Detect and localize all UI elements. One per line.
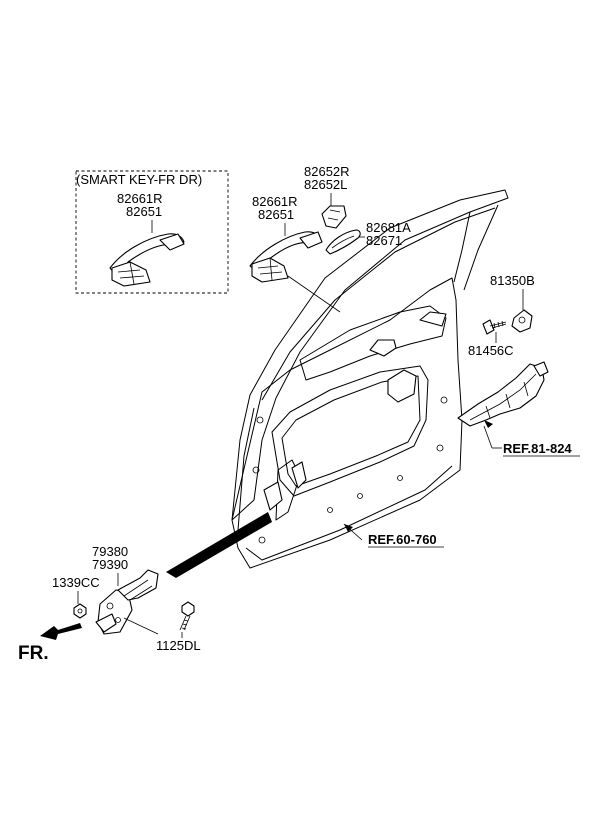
- latch-bracket-tab: [533, 361, 549, 377]
- door-bottom-edge: [245, 465, 453, 561]
- latch-bracket-detail: [469, 373, 537, 421]
- window-rear-channel-2: [463, 204, 499, 291]
- door-checker-mount: [263, 481, 283, 511]
- door-upper-beltline: [299, 305, 447, 381]
- handle-cover: [321, 205, 347, 229]
- smart-key-door-handle: [109, 233, 185, 287]
- front-arrow: [40, 623, 82, 640]
- bolt-label: 1125DL: [156, 638, 201, 653]
- cover-r-label: 82652R: [304, 164, 350, 179]
- door-checker: [95, 569, 159, 635]
- window-frame-outer: [231, 189, 509, 521]
- door-hole: [256, 416, 264, 424]
- outside-handle-group: 82661R 82651 82652R 82652L 82681A 82671: [249, 164, 411, 313]
- striker-group: 81350B 81456C: [468, 273, 535, 358]
- door-hole: [258, 536, 266, 544]
- front-direction-indicator: FR.: [18, 623, 82, 664]
- handle-bezel: [325, 229, 361, 255]
- handle-bezel-detail: [331, 235, 355, 249]
- nut-hole: [77, 608, 83, 614]
- ref-door-label: REF.60-760: [368, 532, 437, 547]
- bolt-part: [179, 601, 195, 631]
- door-panel-outer: [231, 277, 463, 569]
- ref-door-arrow: [344, 524, 353, 532]
- checker-pointer-wedge: [166, 512, 272, 578]
- smart-key-box-title: (SMART KEY-FR DR): [76, 172, 202, 187]
- door-latch-box: [387, 369, 417, 403]
- door-checker-group: 79380 79390 1339CC 1125DL: [52, 544, 201, 653]
- smart-key-handle-r-label: 82661R: [117, 191, 163, 206]
- window-frame-inner: [261, 207, 496, 401]
- door-hole: [252, 466, 260, 474]
- ref-latch-label: REF.81-824: [503, 441, 572, 456]
- striker-hole: [518, 316, 526, 324]
- screw-label: 81456C: [468, 343, 514, 358]
- hinge-upper: [291, 461, 307, 489]
- front-label: FR.: [18, 643, 49, 664]
- door-mirror-mount: [419, 311, 447, 327]
- door-hole: [440, 396, 448, 404]
- door-hole: [397, 475, 403, 481]
- nut-label: 1339CC: [52, 575, 100, 590]
- checker-b-label: 79390: [92, 557, 128, 572]
- door-inner-opening-flange: [281, 375, 421, 487]
- ref-latch-arrow: [484, 420, 493, 428]
- outside-door-handle: [249, 231, 323, 283]
- striker-part: [511, 309, 533, 333]
- ref-latch-leader: [483, 425, 493, 449]
- door-ref-group: REF.60-760: [343, 523, 444, 548]
- cover-l-label: 82652L: [304, 177, 347, 192]
- latch-bracket: [457, 363, 545, 427]
- bolt-leader-checker: [123, 617, 159, 635]
- door-handle-recess: [369, 339, 397, 357]
- striker-label: 81350B: [490, 273, 535, 288]
- smart-key-handle-l-label: 82651: [126, 204, 162, 219]
- hinge-reinforcement: [275, 459, 301, 521]
- smart-key-dashed-box: [75, 170, 229, 294]
- door-hole: [357, 493, 363, 499]
- checker-a-label: 79380: [92, 544, 128, 559]
- screw-part: [482, 319, 507, 335]
- handle-l-label: 82651: [258, 207, 294, 222]
- nut-part: [73, 603, 87, 619]
- handle-cover-detail: [327, 209, 341, 221]
- door-hole: [327, 507, 333, 513]
- bezel-b-label: 82671: [366, 233, 402, 248]
- door-hole: [436, 444, 444, 452]
- latch-bracket-group: REF.81-824: [457, 361, 580, 457]
- door-front-edge: [237, 407, 255, 531]
- smart-key-group: (SMART KEY-FR DR) 82661R 82651: [75, 170, 229, 294]
- handle-r-label: 82661R: [252, 194, 298, 209]
- door-inner-opening: [271, 365, 429, 497]
- front-door-assembly: [231, 189, 509, 569]
- window-rear-channel: [453, 211, 471, 283]
